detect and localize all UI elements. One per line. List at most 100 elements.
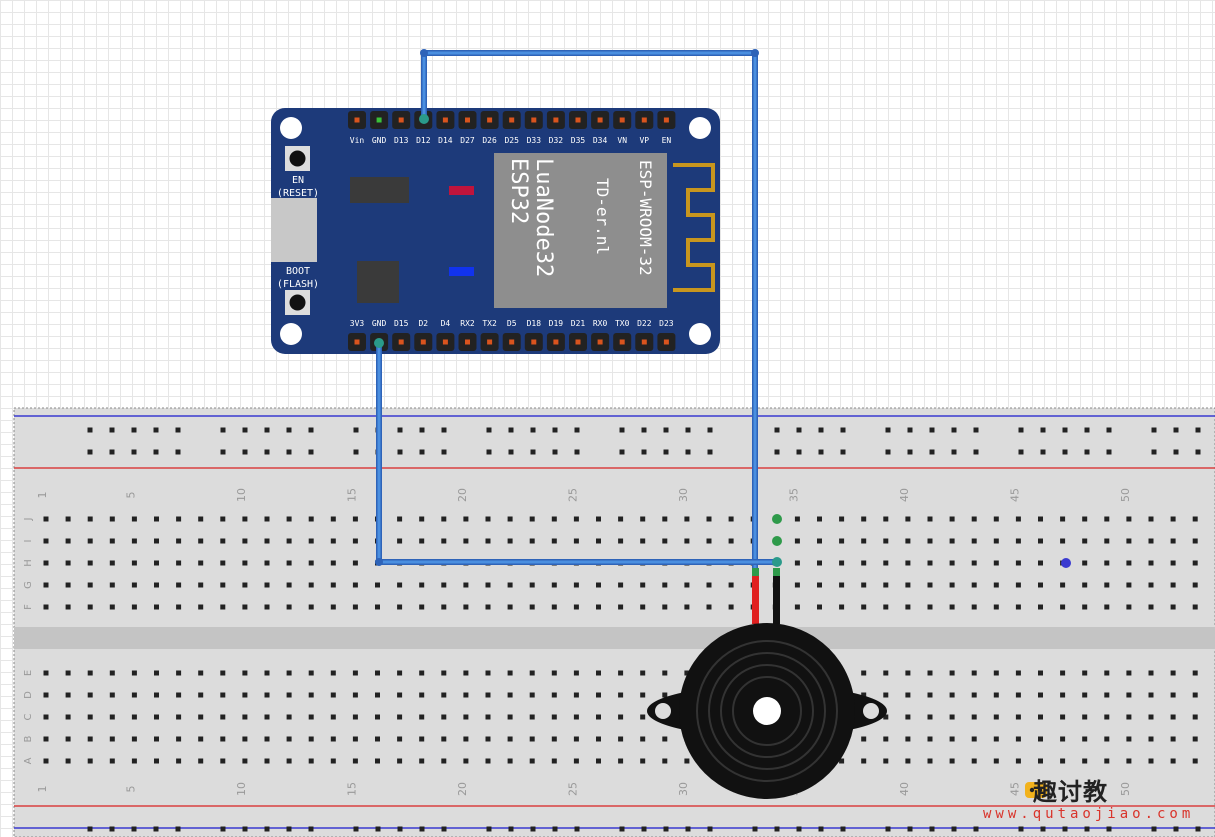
breadboard-hole[interactable] [927,604,933,610]
breadboard-hole[interactable] [1038,736,1043,742]
breadboard-hole[interactable] [905,758,911,764]
breadboard-hole[interactable] [441,692,447,698]
breadboard-hole[interactable] [596,604,601,610]
breadboard-hole[interactable] [927,714,933,720]
breadboard-hole[interactable] [397,736,403,742]
breadboard-hole[interactable] [198,736,204,742]
breadboard-hole[interactable] [1192,670,1198,676]
breadboard-hole[interactable] [529,736,535,742]
breadboard-hole[interactable] [87,604,93,610]
breadboard-hole[interactable] [706,582,712,588]
breadboard-hole[interactable] [330,560,336,566]
breadboard-hole[interactable] [264,604,270,610]
breadboard-hole[interactable] [905,714,911,720]
breadboard-hole[interactable] [65,604,71,610]
breadboard-hole[interactable] [949,560,955,566]
breadboard-hole[interactable] [154,736,159,742]
breadboard-hole[interactable] [574,449,580,455]
breadboard-hole[interactable] [949,758,955,764]
breadboard-hole[interactable] [65,736,71,742]
breadboard-hole[interactable] [861,736,867,742]
breadboard-hole[interactable] [641,826,647,832]
breadboard-hole[interactable] [65,758,71,764]
breadboard-hole[interactable] [573,758,579,764]
breadboard-hole[interactable] [971,714,977,720]
breadboard-hole[interactable] [176,758,182,764]
breadboard-hole[interactable] [87,560,93,566]
breadboard-hole[interactable] [971,538,977,544]
breadboard-hole[interactable] [927,538,933,544]
breadboard-hole[interactable] [87,670,93,676]
breadboard-hole[interactable] [728,538,734,544]
breadboard-hole[interactable] [109,670,115,676]
breadboard-hole[interactable] [706,604,712,610]
breadboard-hole[interactable] [1192,714,1198,720]
breadboard-hole[interactable] [530,427,536,433]
breadboard-hole[interactable] [1192,538,1198,544]
breadboard-hole[interactable] [861,758,867,764]
breadboard-hole[interactable] [1151,449,1157,455]
breadboard-hole[interactable] [154,560,159,566]
breadboard-hole[interactable] [1084,826,1090,832]
breadboard-hole[interactable] [662,604,668,610]
breadboard-hole[interactable] [154,758,159,764]
breadboard-hole[interactable] [286,516,292,522]
breadboard-hole[interactable] [905,736,911,742]
breadboard-hole[interactable] [154,582,159,588]
breadboard-hole[interactable] [840,449,846,455]
breadboard-hole[interactable] [308,670,314,676]
breadboard-hole[interactable] [1040,826,1046,832]
breadboard-hole[interactable] [596,736,601,742]
breadboard-hole[interactable] [264,449,270,455]
breadboard-hole[interactable] [1126,604,1132,610]
breadboard-hole[interactable] [1015,670,1021,676]
breadboard-hole[interactable] [949,670,955,676]
breadboard-hole[interactable] [885,826,891,832]
breadboard-hole[interactable] [817,538,822,544]
breadboard-hole[interactable] [419,714,425,720]
breadboard-hole[interactable] [242,670,248,676]
breadboard-hole[interactable] [640,692,646,698]
breadboard-hole[interactable] [752,826,758,832]
breadboard-hole[interactable] [529,538,535,544]
breadboard-hole[interactable] [640,516,646,522]
breadboard-hole[interactable] [993,582,999,588]
breadboard-hole[interactable] [264,582,270,588]
breadboard-hole[interactable] [1104,670,1110,676]
breadboard-hole[interactable] [419,692,425,698]
breadboard-hole[interactable] [794,604,800,610]
breadboard-hole[interactable] [707,826,713,832]
breadboard-hole[interactable] [818,449,824,455]
breadboard-hole[interactable] [176,582,182,588]
breadboard-hole[interactable] [441,582,447,588]
breadboard-hole[interactable] [485,736,491,742]
breadboard-hole[interactable] [419,826,425,832]
breadboard-hole[interactable] [1015,736,1021,742]
breadboard-hole[interactable] [949,736,955,742]
breadboard-hole[interactable] [441,758,447,764]
breadboard-hole[interactable] [1040,427,1046,433]
breadboard-hole[interactable] [131,582,137,588]
breadboard-hole[interactable] [728,582,734,588]
breadboard-hole[interactable] [1192,516,1198,522]
breadboard-hole[interactable] [839,604,845,610]
breadboard-hole[interactable] [551,692,557,698]
breadboard-hole[interactable] [308,449,314,455]
breadboard-hole[interactable] [153,427,159,433]
breadboard-hole[interactable] [1106,427,1112,433]
breadboard-hole[interactable] [87,538,93,544]
breadboard-hole[interactable] [1148,538,1154,544]
breadboard-hole[interactable] [530,826,536,832]
breadboard-hole[interactable] [641,427,647,433]
breadboard-hole[interactable] [419,604,425,610]
breadboard-hole[interactable] [131,736,137,742]
breadboard-hole[interactable] [1170,692,1176,698]
breadboard-hole[interactable] [109,758,115,764]
breadboard-hole[interactable] [883,582,889,588]
breadboard-hole[interactable] [973,427,979,433]
breadboard-hole[interactable] [220,714,226,720]
breadboard-hole[interactable] [463,736,469,742]
breadboard-hole[interactable] [463,604,469,610]
breadboard-hole[interactable] [618,714,624,720]
breadboard-hole[interactable] [641,449,647,455]
